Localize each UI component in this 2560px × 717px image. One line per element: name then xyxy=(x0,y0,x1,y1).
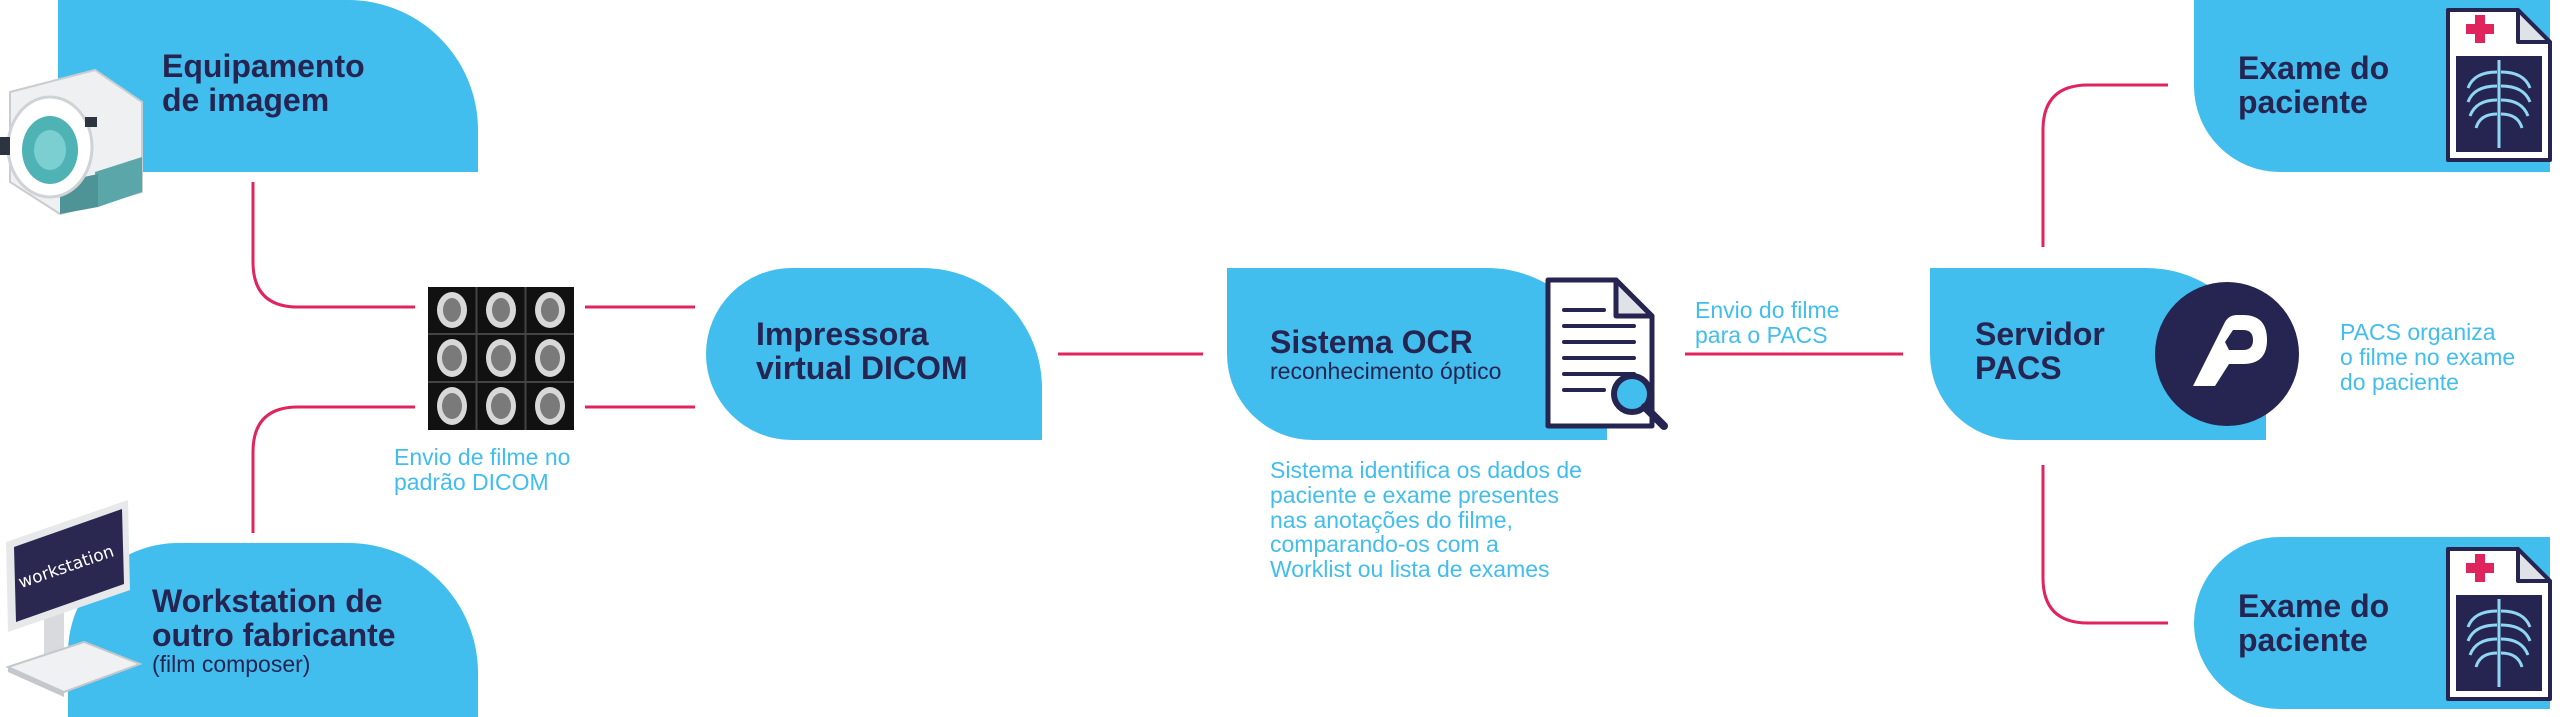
mri-scanner-icon xyxy=(0,68,143,216)
connector-pacs-exam-top xyxy=(2041,83,2168,247)
pacs-logo-icon xyxy=(2155,282,2299,426)
connector-workstation-film xyxy=(251,405,415,533)
node-exam-bottom-title: Exame do paciente xyxy=(2238,588,2390,658)
node-exam-top-title: Exame do paciente xyxy=(2238,50,2390,120)
node-ocr-subtitle: reconhecimento óptico xyxy=(1270,358,1502,384)
caption-pacs-organizes: PACS organiza o filme no exame do pacien… xyxy=(2340,319,2516,395)
connector-pacs-exam-bottom xyxy=(2041,465,2168,625)
node-ocr xyxy=(1227,268,1607,440)
connector-equipment-film xyxy=(251,182,415,309)
node-ocr-title: Sistema OCR xyxy=(1270,324,1473,360)
caption-ocr-description: Sistema identifica os dados de paciente … xyxy=(1270,457,1582,583)
patient-xray-icon xyxy=(2446,547,2552,701)
caption-dicom-film: Envio de filme no padrão DICOM xyxy=(394,444,571,495)
node-workstation xyxy=(68,543,478,717)
node-printer xyxy=(706,268,1042,440)
patient-xray-icon xyxy=(2446,8,2552,162)
node-workstation-subtitle: (film composer) xyxy=(152,651,311,677)
workstation-monitor-icon: workstation xyxy=(5,500,143,697)
ocr-document-search-icon xyxy=(1545,277,1668,430)
node-pacs-title: Servidor PACS xyxy=(1975,316,2105,386)
caption-send-pacs: Envio do filme para o PACS xyxy=(1695,297,1840,348)
node-printer-title: Impressora virtual DICOM xyxy=(756,316,968,386)
node-equipment-title: Equipamento de imagem xyxy=(162,48,365,118)
node-workstation-title: Workstation de outro fabricante xyxy=(152,583,396,653)
ct-film-grid-icon xyxy=(428,287,574,430)
